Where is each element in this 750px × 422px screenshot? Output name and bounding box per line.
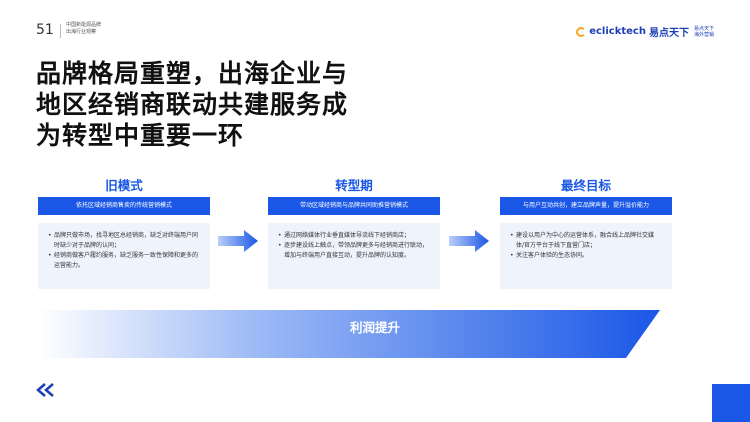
report-subtitle-line2: 出海行业观察 — [66, 29, 97, 35]
stage-bullet: 关注客户体验的生态协同。 — [510, 251, 662, 261]
stage-summary-bar: 与用户互动共创，建立品牌声量，提升溢价能力 — [500, 197, 672, 215]
stage-detail-box: 通过网络媒体行业垂直媒体导流线下经销商店； 逐步建设线上触点，带领品牌更多与经销… — [268, 223, 440, 289]
stage-transition: 转型期 带动区域经销商与品牌共同助推营销模式 通过网络媒体行业垂直媒体导流线下经… — [268, 175, 440, 289]
stage-bullet: 逐步建设线上触点，带领品牌更多与经销商进行联动，增加与终端用户直接互动，提升品牌… — [278, 241, 430, 261]
stage-bullet: 经销商做客户履约服务，缺乏服务一致性保障和更多的运营能力。 — [48, 251, 200, 271]
stage-bullet: 通过网络媒体行业垂直媒体导流线下经销商店； — [278, 231, 430, 241]
flow-arrow-icon — [218, 230, 258, 252]
stage-heading: 最终目标 — [560, 178, 611, 193]
title-line1: 品牌格局重塑，出海企业与 — [36, 59, 349, 88]
stage-summary-bar: 带动区域经销商与品牌共同助推营销模式 — [268, 197, 440, 215]
stage-final-goal: 最终目标 与用户互动共创，建立品牌声量，提升溢价能力 建设以用户为中心的运营体系… — [500, 175, 672, 289]
stage-heading: 旧模式 — [105, 178, 143, 193]
brand-chevron-icon — [36, 383, 54, 397]
corner-accent-square — [712, 384, 750, 422]
title-line2: 地区经销商联动共建服务成 — [36, 90, 349, 119]
brand-cn: 易点天下 — [648, 28, 689, 39]
page-title: 品牌格局重塑，出海企业与 地区经销商联动共建服务成 为转型中重要一环 — [36, 58, 376, 151]
stage-detail-box: 建设以用户为中心的运营体系，融合线上品牌社交媒体/官方平台于线下直营门店； 关注… — [500, 223, 672, 289]
stage-summary-bar: 依托区域经销商售卖的传统营销模式 — [38, 197, 210, 215]
profit-growth-label: 利润提升 — [349, 320, 400, 335]
brand-tag: 易点天下 海外营销 — [694, 26, 714, 38]
stage-heading: 转型期 — [335, 178, 373, 193]
report-subtitle: 中国新能源品牌 出海行业观察 — [66, 22, 101, 36]
flow-arrow-icon — [449, 230, 489, 252]
stage-bullet: 建设以用户为中心的运营体系，融合线上品牌社交媒体/官方平台于线下直营门店； — [510, 231, 662, 251]
title-line3: 为转型中重要一环 — [36, 121, 245, 150]
stage-old-model: 旧模式 依托区域经销商售卖的传统营销模式 品牌只做市场，找寻地区总经销商，缺乏对… — [38, 175, 210, 289]
header-divider — [60, 24, 61, 38]
page-number: 51 — [36, 22, 54, 38]
stage-bullet: 品牌只做市场，找寻地区总经销商，缺乏对终端用户同时缺少对于品牌的认同； — [48, 231, 200, 251]
stage-detail-box: 品牌只做市场，找寻地区总经销商，缺乏对终端用户同时缺少对于品牌的认同； 经销商做… — [38, 223, 210, 289]
brand-tag-line2: 海外营销 — [693, 31, 714, 38]
profit-growth-arrow — [38, 310, 660, 358]
brand-tag-line1: 易点天下 — [693, 25, 714, 32]
brand-logo: eclicktech 易点天下 易点天下 海外营销 — [576, 24, 714, 39]
brand-name: eclicktech — [589, 26, 646, 37]
report-subtitle-line1: 中国新能源品牌 — [66, 22, 102, 28]
brand-mark-icon — [576, 26, 587, 37]
